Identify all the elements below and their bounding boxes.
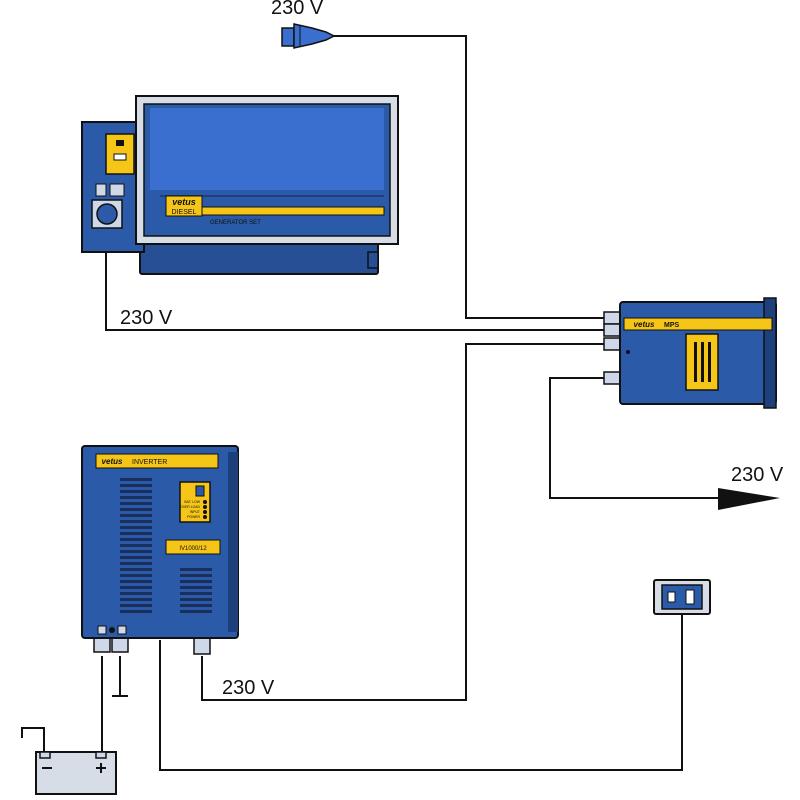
wire-battery-negative (21, 727, 45, 752)
switch-brand: vetus (634, 320, 655, 329)
inverter-vent-right (180, 568, 212, 613)
shore-plug-icon (281, 23, 336, 49)
wire-inverter-to-socket (159, 612, 683, 771)
wire-switch-to-inverter (201, 343, 610, 701)
output-arrow-icon (718, 488, 780, 510)
indicator-input: INPUT (190, 510, 200, 514)
indicator-bat-low: BAT. LOW (184, 500, 200, 504)
inverter-title: INVERTER (132, 459, 167, 466)
wall-socket-icon (653, 579, 711, 615)
label-ac-output: 230 V (731, 464, 784, 486)
label-inverter-output: 230 V (222, 677, 275, 699)
switch-unit: vetus MPS (603, 297, 777, 409)
wires (21, 35, 720, 771)
inverter-vent-left (120, 478, 152, 613)
generator: vetus DIESEL GENERATOR SET (81, 95, 399, 275)
battery-icon (35, 751, 117, 795)
generator-model: DIESEL (172, 209, 197, 216)
inverter-model-plate: IV1000/12 (179, 546, 207, 552)
inverter: vetus INVERTER BAT. LOW OVER LO (81, 445, 239, 655)
inverter-brand: vetus (102, 457, 123, 466)
wire-generator-to-switch (105, 232, 610, 331)
generator-description: GENERATOR SET (210, 220, 261, 226)
indicator-over-load: OVER LOAD (180, 505, 200, 509)
label-generator-output: 230 V (120, 307, 173, 329)
generator-brand: vetus (172, 197, 196, 207)
wire-switch-output (549, 377, 720, 499)
indicator-power: POWER (187, 515, 200, 519)
switch-model: MPS (664, 322, 680, 329)
label-shore-power: 230 V (271, 0, 324, 19)
wire-shore-to-switch (332, 35, 610, 319)
